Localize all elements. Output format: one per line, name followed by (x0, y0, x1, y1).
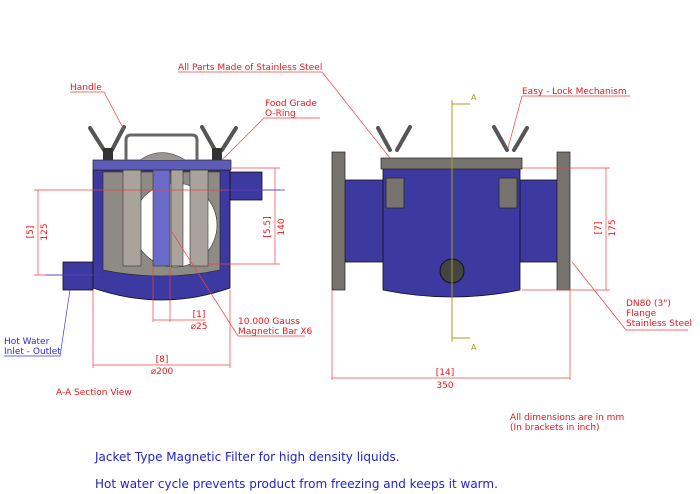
inlet-pipe (62, 261, 94, 291)
front-view-drawing (331, 100, 571, 342)
right-flange (556, 151, 571, 291)
label-oring-1: Food Grade (265, 99, 317, 109)
lock-clamp (498, 177, 518, 209)
dimension-lines (4, 71, 688, 380)
dim-body-mm: 175 (608, 219, 618, 236)
section-marker-bottom: A (471, 343, 477, 352)
label-hot-water-2: Inlet - Outlet (4, 347, 61, 357)
label-hot-water-1: Hot Water (4, 337, 50, 347)
label-units-1: All dimensions are in mm (510, 413, 624, 423)
caption-line-2: Hot water cycle prevents product from fr… (95, 477, 498, 491)
label-handle: Handle (70, 83, 102, 93)
outlet-pipe (229, 171, 263, 201)
magnetic-bar (189, 167, 209, 267)
section-marker-top: A (471, 93, 477, 102)
section-view-drawing (62, 125, 263, 301)
label-flange-2: Flange (626, 309, 657, 319)
dim-inlet-mm: 125 (40, 223, 50, 240)
label-units-2: (In brackets in inch) (510, 423, 600, 433)
magnetic-bar (170, 167, 184, 267)
dim-body-inch: [7] (594, 222, 604, 235)
lock-clamp (385, 177, 405, 209)
label-flange-3: Stainless Steel (626, 319, 692, 329)
dim-inlet-inch: [5] (26, 226, 36, 239)
magnetic-bar (122, 167, 142, 267)
label-easy-lock: Easy - Lock Mechanism (522, 87, 627, 97)
label-magnet-1: 10.000 Gauss (238, 317, 300, 327)
dim-length-inch: [14] (436, 368, 454, 378)
magnetic-bar-section (152, 167, 171, 267)
dim-body-dia-mm: ⌀200 (151, 367, 174, 377)
caption-line-1: Jacket Type Magnetic Filter for high den… (94, 450, 400, 464)
label-section-view: A-A Section View (56, 388, 132, 398)
lid-section (92, 159, 232, 171)
label-magnet-2: Magnetic Bar X6 (238, 327, 312, 337)
label-flange-1: DN80 (3") (626, 299, 671, 309)
label-all-parts: All Parts Made of Stainless Steel (178, 63, 322, 73)
left-flange (331, 151, 346, 291)
dim-length-mm: 350 (436, 381, 453, 391)
dim-bar-dia-mm: ⌀25 (191, 322, 208, 332)
dim-bar-dia-inch: [1] (193, 310, 206, 320)
label-oring-2: O-Ring (265, 109, 296, 119)
dim-bar-mm: 140 (277, 218, 287, 235)
dim-body-dia-inch: [8] (156, 355, 169, 365)
handle (124, 133, 199, 160)
dim-bar-inch: [5.5] (263, 216, 273, 237)
